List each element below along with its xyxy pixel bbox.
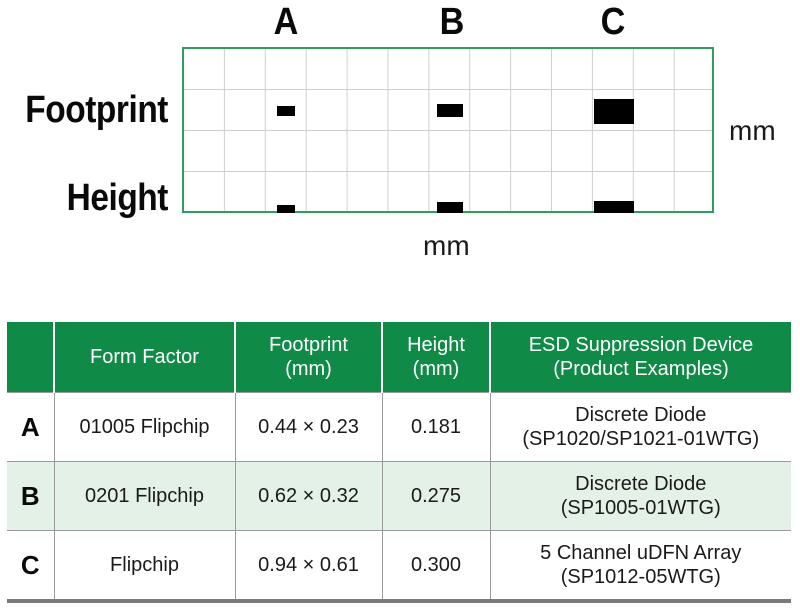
height-cell: 0.275 bbox=[381, 461, 490, 531]
header-footprint-line2: (mm) bbox=[285, 358, 332, 380]
row-label-height: Height bbox=[66, 177, 169, 219]
height-bar-a bbox=[277, 205, 295, 213]
header-device-line2: (Product Examples) bbox=[553, 358, 729, 380]
table-row: A 01005 Flipchip 0.44 × 0.23 0.181 Discr… bbox=[7, 392, 791, 462]
column-label-c: C bbox=[600, 1, 626, 43]
footprint-bar-a bbox=[277, 106, 295, 116]
table-row: B 0201 Flipchip 0.62 × 0.32 0.275 Discre… bbox=[7, 461, 791, 531]
device-part: (SP1005-01WTG) bbox=[560, 497, 721, 519]
column-label-b: B bbox=[439, 1, 465, 43]
device-cell: 5 Channel uDFN Array (SP1012-05WTG) bbox=[489, 530, 791, 603]
header-footprint: Footprint (mm) bbox=[234, 322, 382, 393]
header-footprint-line1: Footprint bbox=[269, 334, 348, 356]
table-header-row: Form Factor Footprint (mm) Height (mm) E… bbox=[7, 322, 791, 393]
device-cell: Discrete Diode (SP1005-01WTG) bbox=[489, 461, 791, 531]
header-device-line1: ESD Suppression Device bbox=[528, 334, 754, 356]
device-part: (SP1020/SP1021-01WTG) bbox=[522, 428, 760, 450]
height-bar-b bbox=[437, 202, 463, 213]
device-name: Discrete Diode bbox=[575, 404, 707, 426]
unit-label-bottom: mm bbox=[423, 230, 470, 261]
height-bar-c bbox=[594, 201, 634, 213]
footprint-cell: 0.44 × 0.23 bbox=[234, 392, 382, 462]
height-cell: 0.181 bbox=[381, 392, 490, 462]
size-comparison-grid bbox=[182, 47, 714, 213]
device-part: (SP1012-05WTG) bbox=[560, 566, 721, 588]
form-factor-cell: 01005 Flipchip bbox=[53, 392, 235, 462]
column-label-a: A bbox=[273, 1, 299, 43]
device-name: 5 Channel uDFN Array bbox=[540, 542, 742, 564]
row-label-footprint: Footprint bbox=[25, 89, 169, 131]
header-height-line2: (mm) bbox=[412, 358, 460, 380]
footprint-cell: 0.62 × 0.32 bbox=[234, 461, 382, 531]
header-height-line1: Height bbox=[407, 334, 465, 356]
form-factor-cell: Flipchip bbox=[53, 530, 235, 603]
form-factor-table: Form Factor Footprint (mm) Height (mm) E… bbox=[7, 322, 791, 603]
footprint-bar-c bbox=[594, 99, 634, 124]
row-key: C bbox=[7, 530, 54, 603]
table-row: C Flipchip 0.94 × 0.61 0.300 5 Channel u… bbox=[7, 530, 791, 603]
unit-label-right: mm bbox=[729, 115, 776, 146]
footprint-cell: 0.94 × 0.61 bbox=[234, 530, 382, 603]
footprint-bar-b bbox=[437, 104, 463, 117]
form-factor-cell: 0201 Flipchip bbox=[53, 461, 235, 531]
device-cell: Discrete Diode (SP1020/SP1021-01WTG) bbox=[489, 392, 791, 462]
header-key bbox=[7, 322, 54, 393]
header-height: Height (mm) bbox=[381, 322, 490, 393]
row-key: A bbox=[7, 392, 54, 462]
device-name: Discrete Diode bbox=[575, 473, 707, 495]
header-form-factor: Form Factor bbox=[53, 322, 235, 393]
header-device: ESD Suppression Device (Product Examples… bbox=[489, 322, 791, 393]
height-cell: 0.300 bbox=[381, 530, 490, 603]
row-key: B bbox=[7, 461, 54, 531]
